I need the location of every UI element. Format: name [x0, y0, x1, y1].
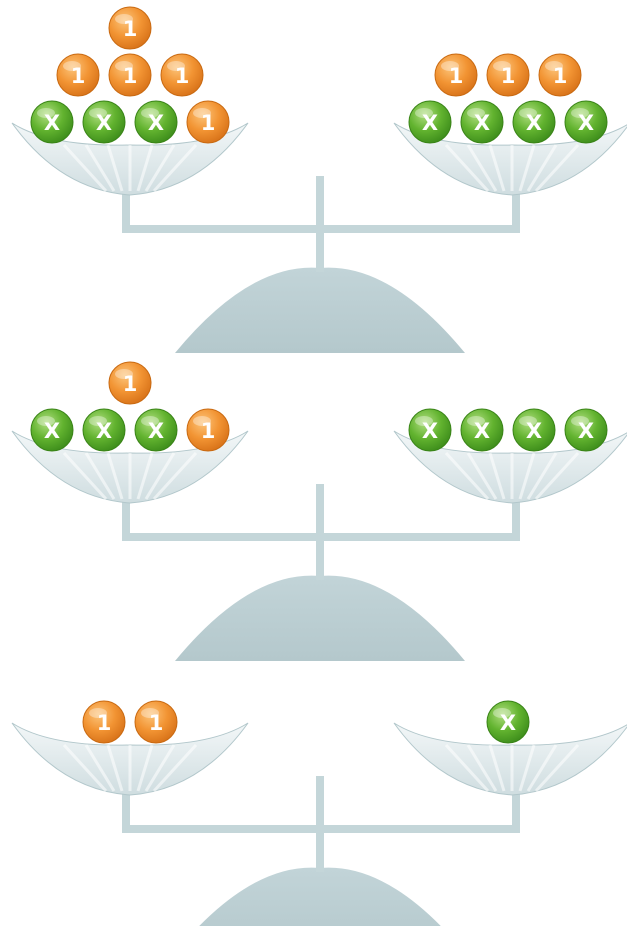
- left-hanger: [122, 788, 130, 833]
- orange-one-token: 1: [56, 53, 100, 97]
- green-x-token: X: [408, 408, 452, 452]
- token-label: X: [96, 111, 112, 135]
- token-label: 1: [71, 64, 86, 88]
- scale-base: [175, 575, 465, 661]
- token-label: X: [44, 111, 60, 135]
- token-label: 1: [123, 64, 138, 88]
- token-label: X: [500, 711, 516, 735]
- token-label: X: [422, 419, 438, 443]
- green-x-token: X: [512, 100, 556, 144]
- right-hanger: [512, 496, 520, 541]
- orange-one-token: 1: [434, 53, 478, 97]
- left-hanger: [122, 188, 130, 233]
- green-x-token: X: [134, 100, 178, 144]
- orange-one-token: 1: [186, 100, 230, 144]
- green-x-token: X: [460, 100, 504, 144]
- token-label: X: [474, 419, 490, 443]
- green-x-token: X: [460, 408, 504, 452]
- green-x-token: X: [408, 100, 452, 144]
- right-hanger: [512, 788, 520, 833]
- orange-one-token: 1: [108, 6, 152, 50]
- scale-post: [316, 176, 324, 272]
- left-hanger: [122, 496, 130, 541]
- token-label: X: [96, 419, 112, 443]
- orange-one-token: 1: [82, 700, 126, 744]
- green-x-token: X: [30, 408, 74, 452]
- green-x-token: X: [134, 408, 178, 452]
- right-hanger: [512, 188, 520, 233]
- token-label: 1: [175, 64, 190, 88]
- token-label: X: [526, 419, 542, 443]
- orange-one-token: 1: [108, 361, 152, 405]
- token-label: X: [44, 419, 60, 443]
- scale-base: [175, 267, 465, 353]
- token-label: 1: [123, 17, 138, 41]
- green-x-token: X: [30, 100, 74, 144]
- green-x-token: X: [486, 700, 530, 744]
- token-label: X: [148, 111, 164, 135]
- token-label: X: [148, 419, 164, 443]
- token-label: 1: [201, 419, 216, 443]
- token-label: X: [578, 419, 594, 443]
- scale-base: [199, 867, 441, 926]
- orange-one-token: 1: [134, 700, 178, 744]
- right-pan-tokens: X: [486, 700, 530, 744]
- green-x-token: X: [82, 408, 126, 452]
- orange-one-token: 1: [538, 53, 582, 97]
- scale-beam: [122, 825, 520, 833]
- right-pan: [393, 722, 627, 796]
- token-label: X: [578, 111, 594, 135]
- scale-post: [316, 776, 324, 872]
- token-label: X: [474, 111, 490, 135]
- green-x-token: X: [82, 100, 126, 144]
- orange-one-token: 1: [186, 408, 230, 452]
- left-pan: [11, 122, 249, 196]
- orange-one-token: 1: [486, 53, 530, 97]
- left-pan: [11, 722, 249, 796]
- token-label: 1: [97, 711, 112, 735]
- token-label: 1: [501, 64, 516, 88]
- token-label: 1: [553, 64, 568, 88]
- green-x-token: X: [564, 100, 608, 144]
- token-label: X: [526, 111, 542, 135]
- token-label: 1: [201, 111, 216, 135]
- token-label: 1: [123, 372, 138, 396]
- token-label: 1: [449, 64, 464, 88]
- scale-post: [316, 484, 324, 580]
- scale-beam: [122, 225, 520, 233]
- green-x-token: X: [564, 408, 608, 452]
- left-pan: [11, 430, 249, 504]
- token-label: X: [422, 111, 438, 135]
- scale-beam: [122, 533, 520, 541]
- orange-one-token: 1: [160, 53, 204, 97]
- orange-one-token: 1: [108, 53, 152, 97]
- right-pan: [393, 122, 627, 196]
- token-label: 1: [149, 711, 164, 735]
- right-pan: [393, 430, 627, 504]
- green-x-token: X: [512, 408, 556, 452]
